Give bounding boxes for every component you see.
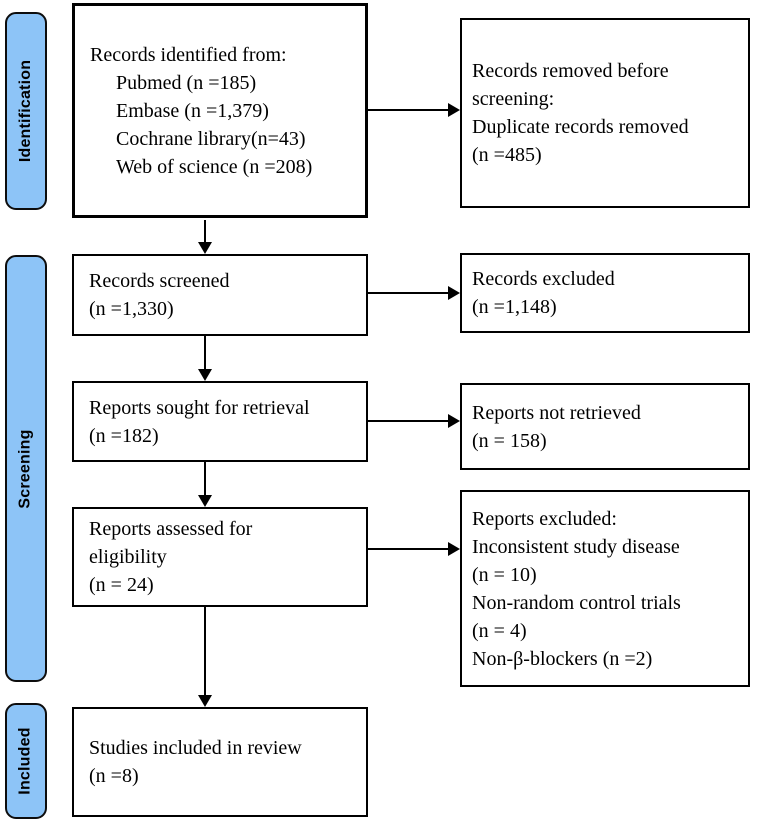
stage-identification: Identification bbox=[5, 12, 47, 210]
arrow-down-screened-to-sought bbox=[197, 336, 213, 381]
records-screened-text: Records screened bbox=[89, 270, 230, 292]
reports-not-retrieved-text: Reports not retrieved bbox=[472, 401, 641, 424]
reports-not-retrieved-count: (n = 158) bbox=[472, 429, 547, 452]
box-records-screened: Records screened (n =1,330) bbox=[72, 254, 368, 336]
reports-sought-text: Reports sought for retrieval bbox=[89, 396, 310, 419]
reports-excluded-reason-2-count: (n = 4) bbox=[472, 619, 527, 642]
box-records-identified: Records identified from: Pubmed (n =185)… bbox=[72, 3, 368, 218]
records-identified-cochrane: Cochrane library(n=43) bbox=[116, 127, 306, 150]
records-removed-text-3: Duplicate records removed bbox=[472, 116, 689, 138]
arrow-right-assessed-to-excluded bbox=[368, 541, 460, 557]
arrow-right-screened-to-excluded bbox=[368, 285, 460, 301]
box-records-excluded: Records excluded (n =1,148) bbox=[460, 253, 750, 333]
stage-screening: Screening bbox=[5, 255, 47, 682]
reports-excluded-reason-3: Non-β-blockers (n =2) bbox=[472, 647, 653, 670]
box-reports-sought: Reports sought for retrieval (n =182) bbox=[72, 381, 368, 462]
box-reports-assessed: Reports assessed for eligibility (n = 24… bbox=[72, 507, 368, 607]
arrow-down-sought-to-assessed bbox=[197, 462, 213, 507]
records-identified-wos: Web of science (n =208) bbox=[116, 155, 313, 178]
studies-included-count: (n =8) bbox=[89, 765, 139, 787]
arrow-right-identified-to-removed bbox=[368, 102, 460, 118]
stage-screening-label: Screening bbox=[17, 428, 35, 509]
arrow-right-sought-to-not-retrieved bbox=[368, 413, 460, 429]
reports-excluded-title: Reports excluded: bbox=[472, 507, 617, 530]
box-reports-excluded: Reports excluded: Inconsistent study dis… bbox=[460, 490, 750, 687]
records-removed-text-2: screening: bbox=[472, 88, 555, 110]
reports-excluded-reason-2: Non-random control trials bbox=[472, 591, 681, 614]
records-excluded-count: (n =1,148) bbox=[472, 296, 557, 318]
records-removed-count: (n =485) bbox=[472, 144, 542, 166]
box-records-removed: Records removed before screening: Duplic… bbox=[460, 18, 750, 208]
stage-included-label: Included bbox=[17, 727, 35, 795]
reports-assessed-text-2: eligibility bbox=[89, 546, 167, 568]
reports-assessed-text-1: Reports assessed for bbox=[89, 518, 253, 540]
records-identified-title: Records identified from: bbox=[90, 43, 287, 66]
reports-assessed-count: (n = 24) bbox=[89, 574, 154, 596]
reports-sought-count: (n =182) bbox=[89, 424, 159, 447]
box-reports-not-retrieved: Reports not retrieved (n = 158) bbox=[460, 383, 750, 470]
stage-included: Included bbox=[5, 703, 47, 819]
stage-identification-label: Identification bbox=[17, 59, 35, 163]
records-identified-pubmed: Pubmed (n =185) bbox=[116, 71, 257, 94]
reports-excluded-reason-1-count: (n = 10) bbox=[472, 563, 537, 586]
arrow-down-assessed-to-included bbox=[197, 607, 213, 707]
studies-included-text: Studies included in review bbox=[89, 737, 302, 759]
records-identified-embase: Embase (n =1,379) bbox=[116, 99, 269, 122]
arrow-down-identified-to-screened bbox=[197, 220, 213, 254]
records-excluded-text: Records excluded bbox=[472, 268, 615, 290]
box-studies-included: Studies included in review (n =8) bbox=[72, 707, 368, 817]
reports-excluded-reason-1: Inconsistent study disease bbox=[472, 535, 680, 558]
records-screened-count: (n =1,330) bbox=[89, 298, 174, 320]
records-removed-text-1: Records removed before bbox=[472, 60, 669, 82]
